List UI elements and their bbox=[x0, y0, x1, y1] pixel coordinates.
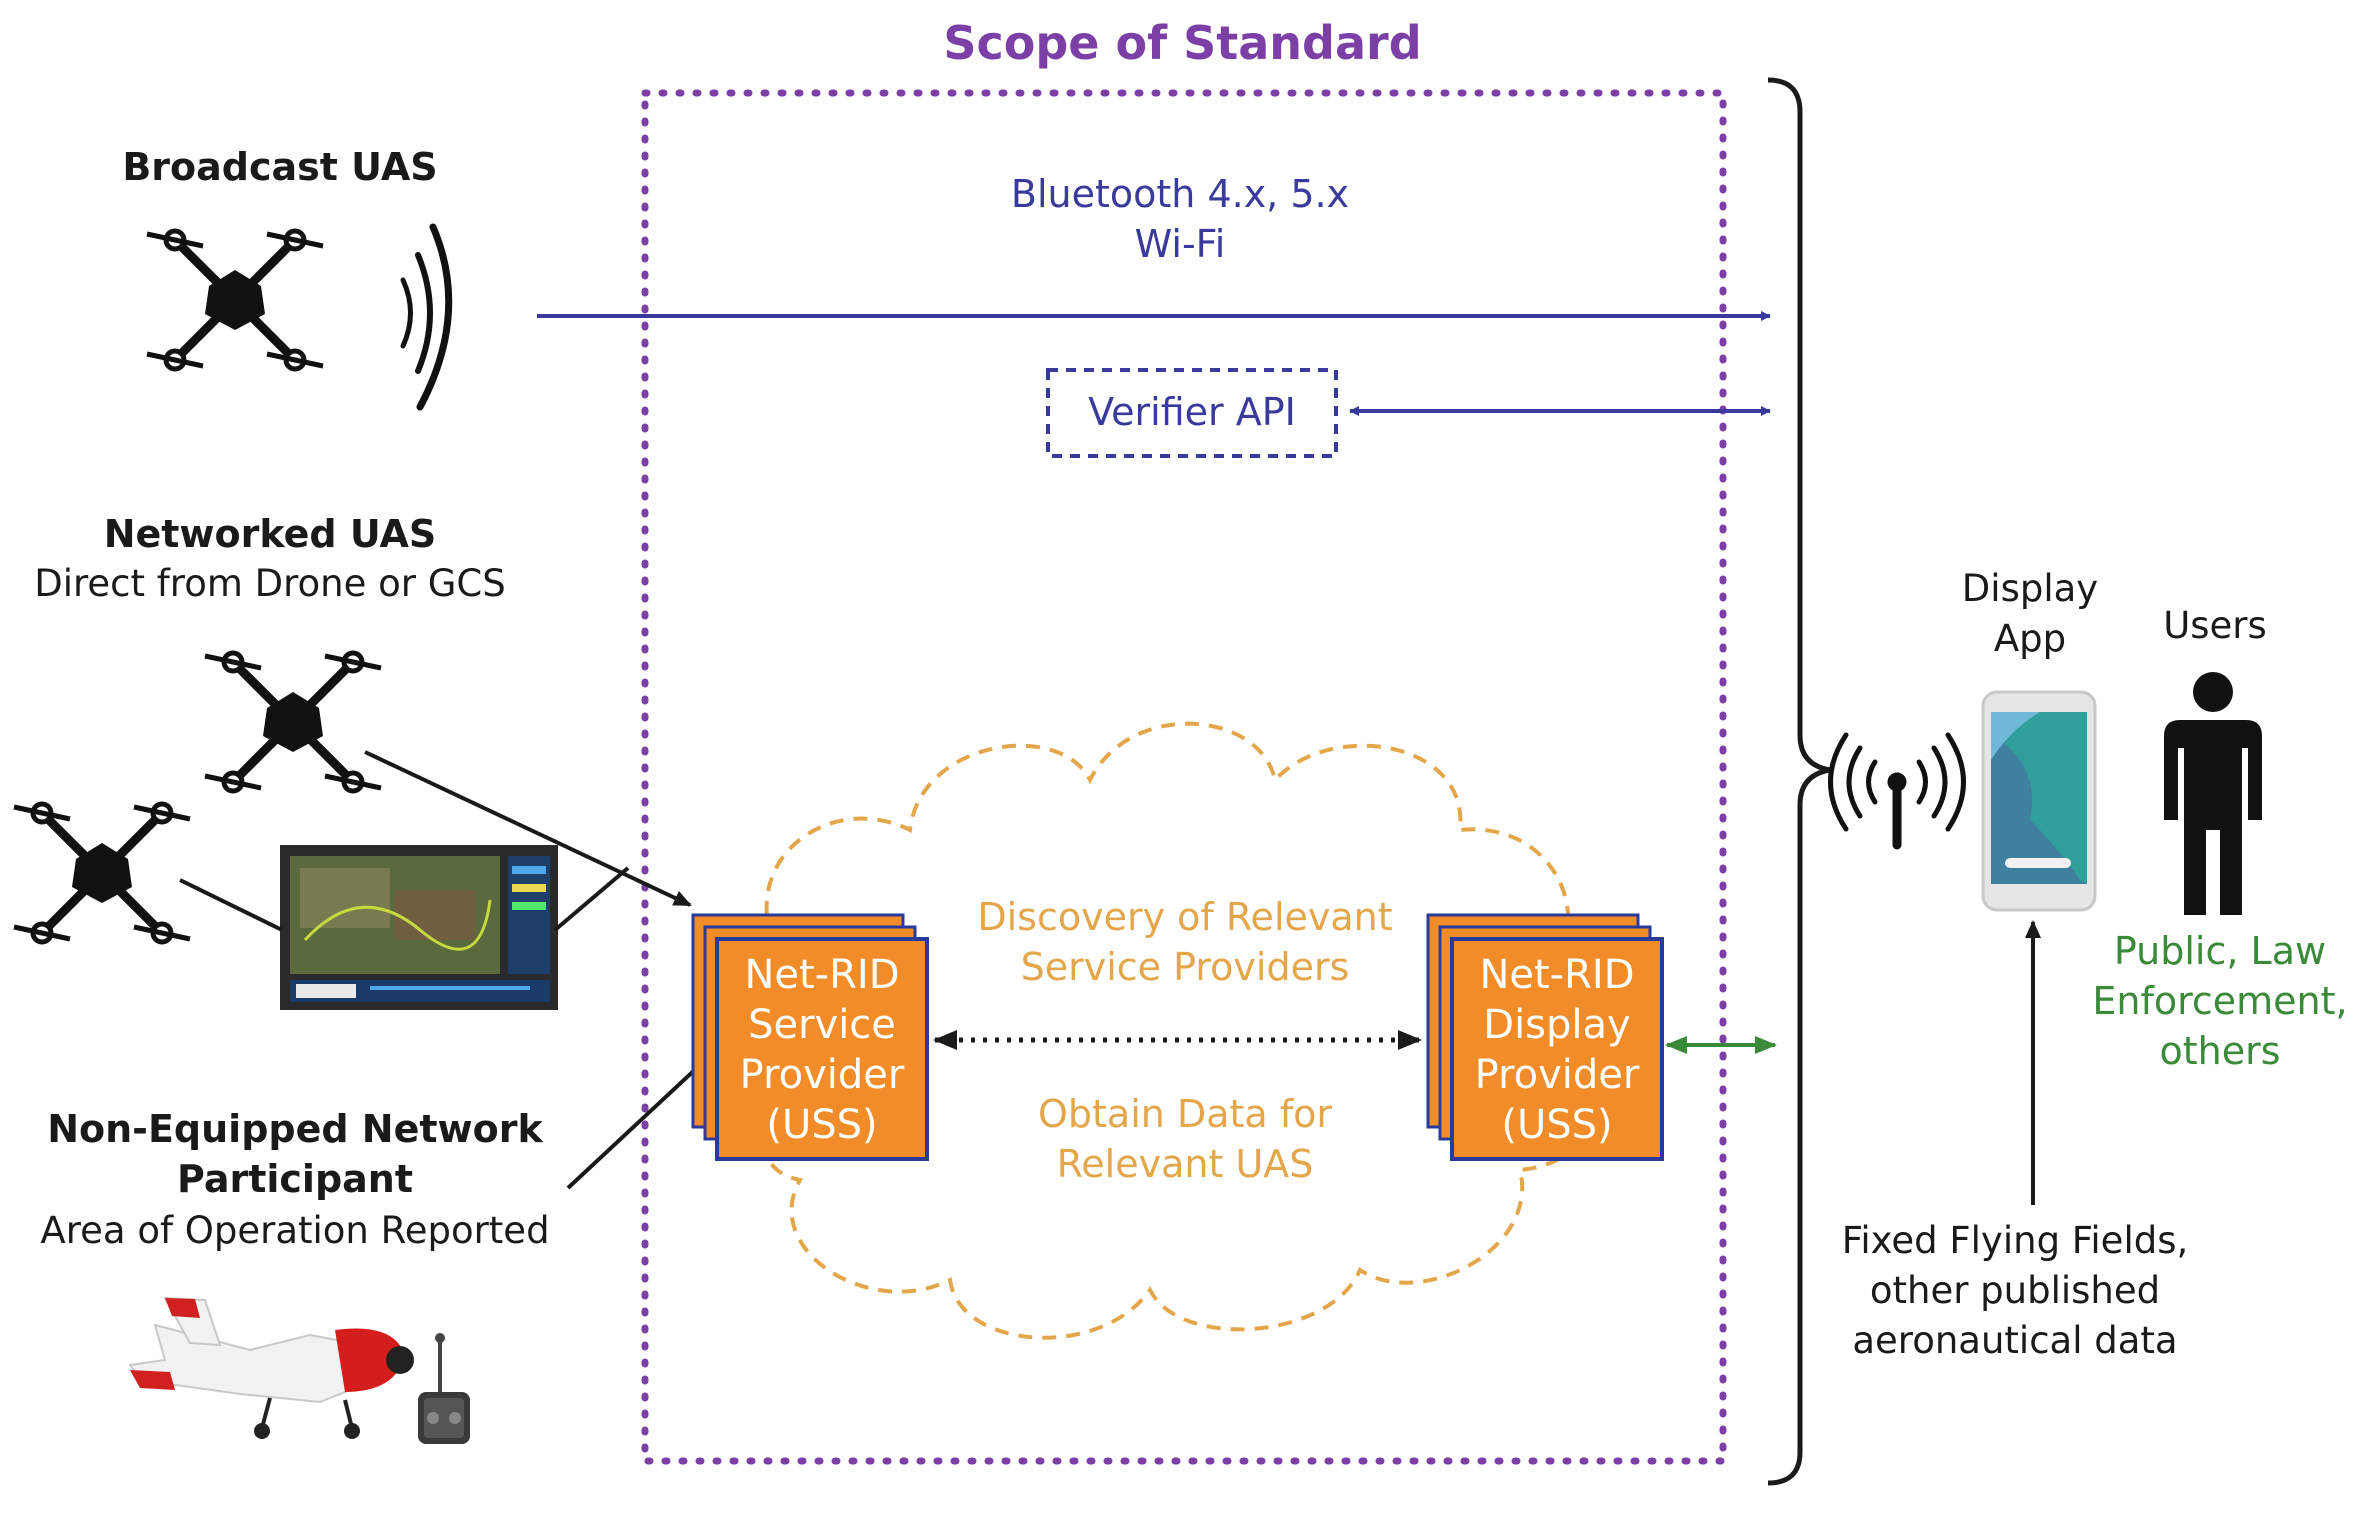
service-provider-stack bbox=[691, 913, 929, 1161]
drone-icon bbox=[205, 653, 381, 791]
airplane-icon bbox=[128, 1296, 414, 1439]
public-line3: others bbox=[2159, 1029, 2281, 1073]
remote-control-icon bbox=[418, 1333, 470, 1444]
display-provider-line2: Display bbox=[1483, 1002, 1631, 1048]
fixed-fields-line1: Fixed Flying Fields, bbox=[1841, 1219, 2189, 1262]
display-app-line2: App bbox=[1993, 617, 2067, 660]
networked-uas-link bbox=[364, 750, 692, 907]
scope-title: Scope of Standard bbox=[943, 16, 1422, 70]
display-provider-line4: (USS) bbox=[1501, 1102, 1613, 1148]
fixed-fields-line2: other published bbox=[1869, 1269, 2161, 1312]
discovery-label-line2: Service Providers bbox=[1020, 945, 1350, 989]
networked-uas-subtitle: Direct from Drone or GCS bbox=[34, 562, 506, 605]
bluetooth-label-line2: Wi-Fi bbox=[1134, 222, 1226, 266]
drone-to-gcs-line bbox=[179, 878, 283, 932]
bluetooth-label-line1: Bluetooth 4.x, 5.x bbox=[1010, 172, 1350, 216]
drone-icon bbox=[14, 804, 190, 942]
nonequipped-link bbox=[566, 1063, 702, 1190]
networked-uas-title: Networked UAS bbox=[103, 512, 437, 556]
nonequipped-title-line2: Participant bbox=[176, 1157, 413, 1201]
display-provider-label: Net-RID Display Provider (USS) bbox=[1452, 950, 1662, 1150]
obtain-label-line1: Obtain Data for bbox=[1038, 1092, 1332, 1136]
display-provider-line3: Provider bbox=[1474, 1052, 1640, 1098]
obtain-label-line2: Relevant UAS bbox=[1056, 1142, 1314, 1186]
service-provider-label: Net-RID Service Provider (USS) bbox=[717, 950, 927, 1150]
display-app-line1: Display bbox=[1961, 567, 2099, 610]
radio-waves-icon bbox=[400, 223, 453, 411]
verifier-api-label: Verifier API bbox=[1088, 390, 1296, 434]
service-provider-line2: Service bbox=[748, 1002, 896, 1048]
discovery-label-line1: Discovery of Relevant bbox=[977, 895, 1393, 939]
users-label: Users bbox=[2163, 604, 2267, 647]
scope-box bbox=[641, 89, 1727, 1465]
broadcast-uas-title: Broadcast UAS bbox=[122, 145, 438, 189]
antenna-icon bbox=[1828, 732, 1966, 850]
smartphone-icon bbox=[1981, 690, 2097, 912]
public-line2: Enforcement, bbox=[2092, 979, 2348, 1023]
drone-icon bbox=[147, 231, 323, 369]
display-provider-line1: Net-RID bbox=[1479, 952, 1635, 998]
person-icon bbox=[2164, 672, 2262, 915]
nonequipped-title-line1: Non-Equipped Network bbox=[47, 1107, 543, 1151]
verifier-api-box bbox=[1046, 368, 1338, 458]
display-provider-stack bbox=[1426, 913, 1664, 1161]
fixed-fields-line3: aeronautical data bbox=[1852, 1319, 2178, 1362]
service-provider-line3: Provider bbox=[739, 1052, 905, 1098]
service-provider-line1: Net-RID bbox=[744, 952, 900, 998]
nonequipped-subtitle: Area of Operation Reported bbox=[40, 1209, 550, 1252]
public-line1: Public, Law bbox=[2113, 929, 2327, 973]
service-provider-line4: (USS) bbox=[766, 1102, 878, 1148]
gcs-screen-icon bbox=[280, 845, 558, 1010]
gcs-to-provider-line bbox=[553, 866, 630, 932]
